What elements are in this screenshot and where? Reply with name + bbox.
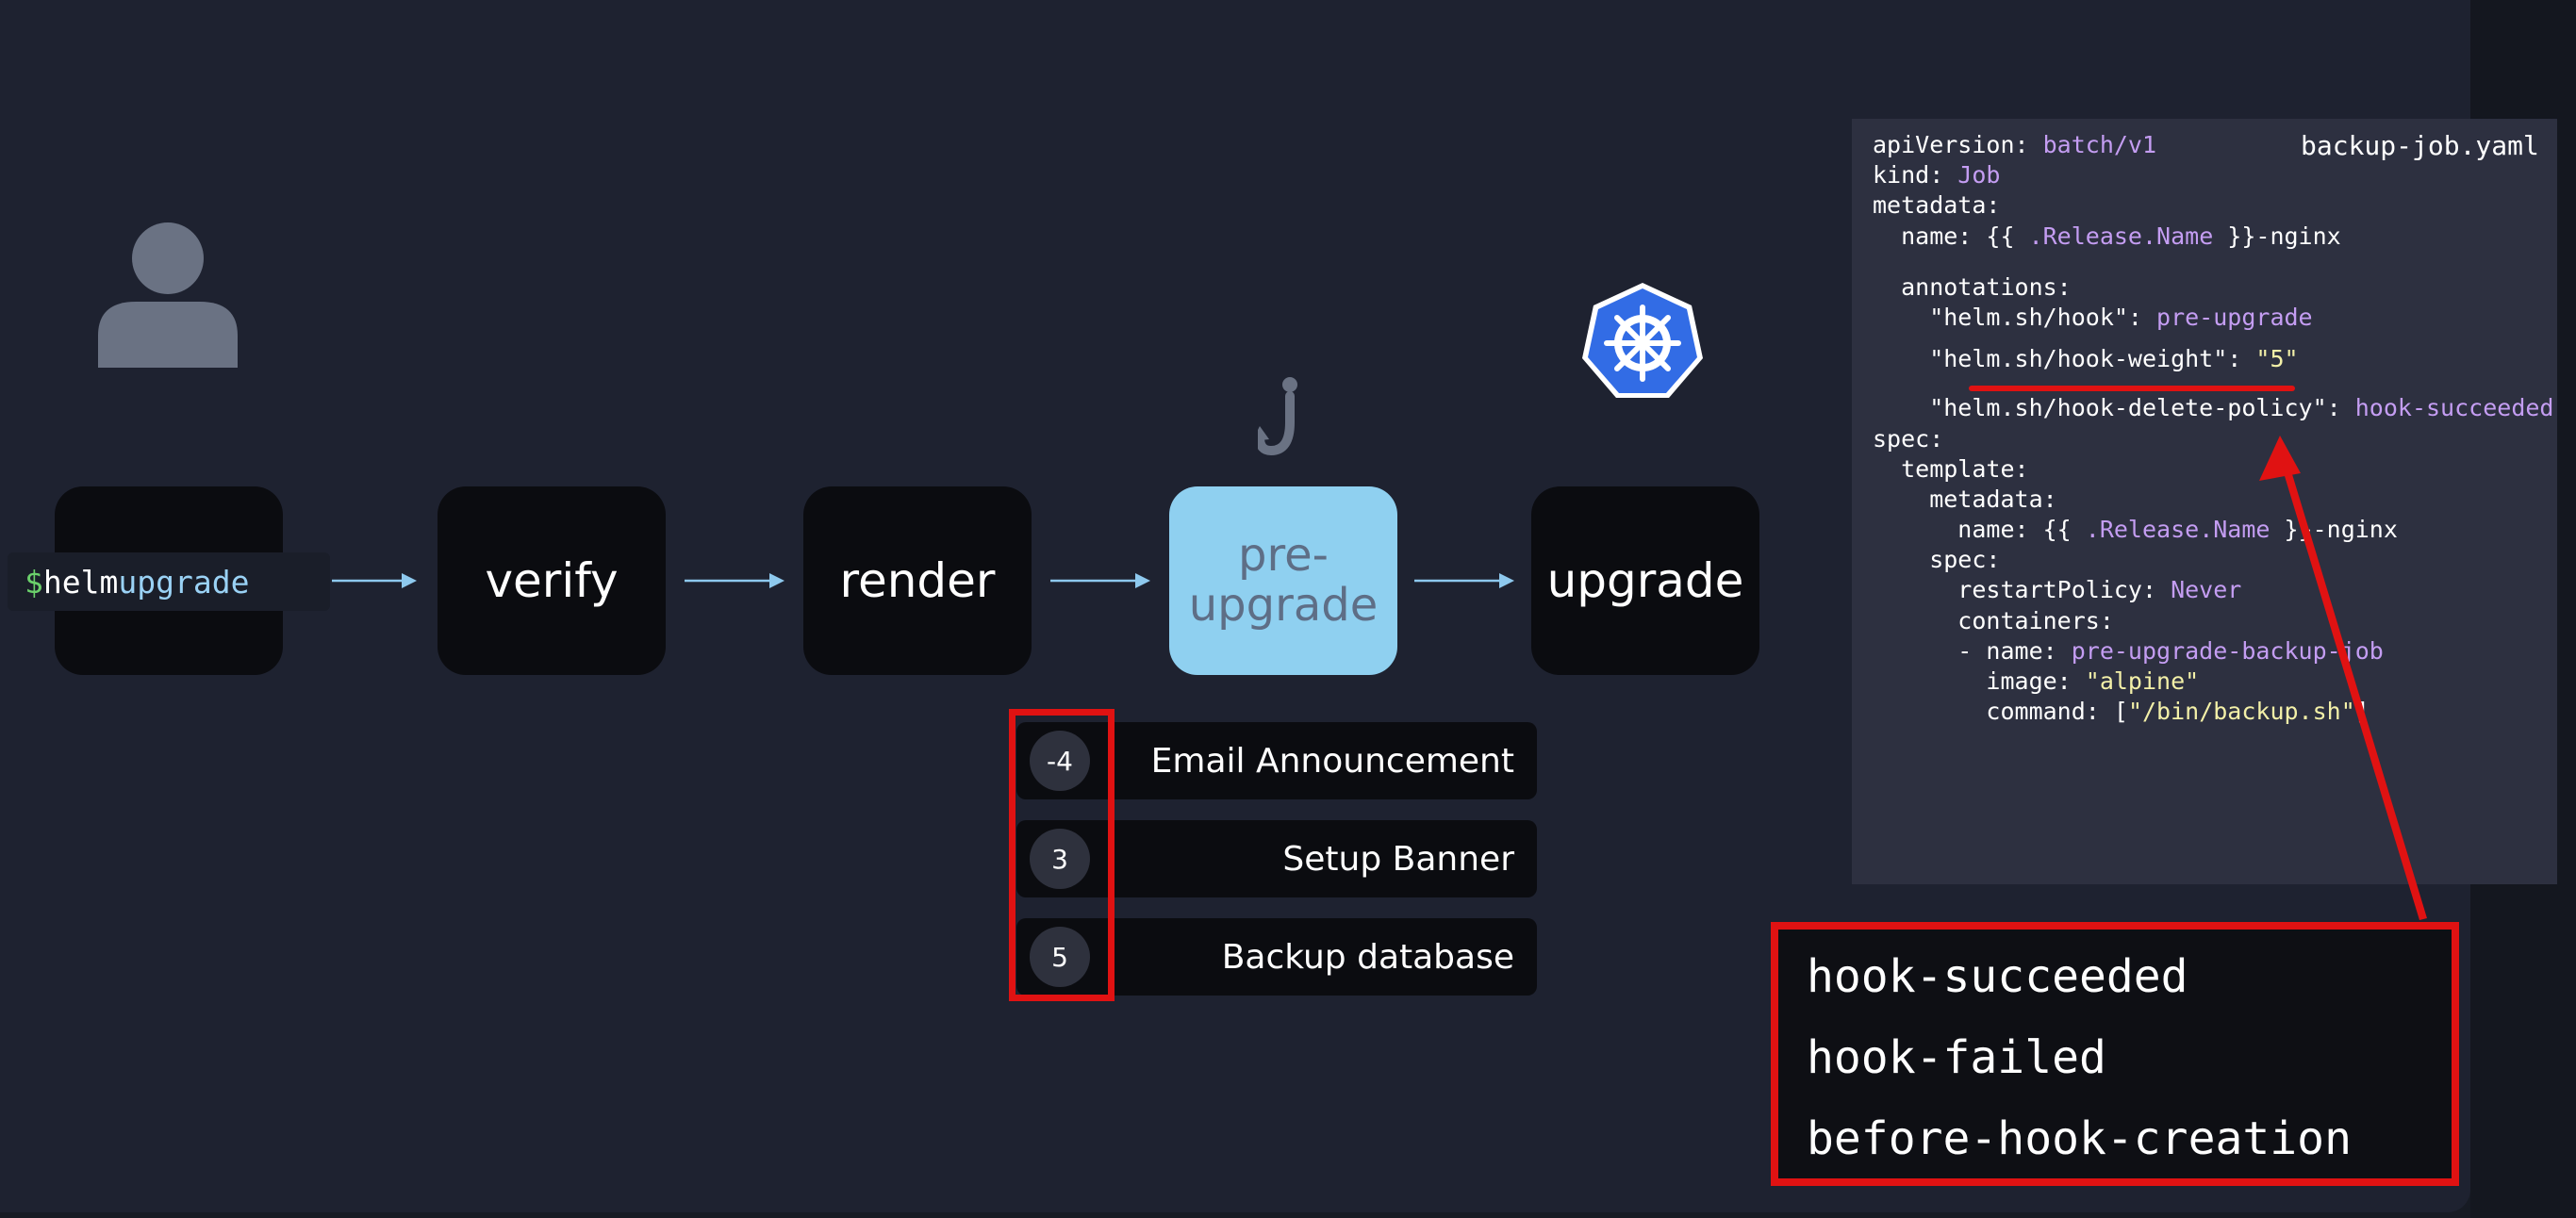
- kubernetes-helm-icon: [1582, 283, 1703, 398]
- code-rest: }}-nginx: [2213, 222, 2341, 250]
- policy-option: hook-succeeded: [1807, 950, 2188, 1003]
- code-key: restartPolicy:: [1873, 576, 2171, 604]
- code-line: name: {{ .Release.Name }}-nginx: [1873, 515, 2553, 545]
- code-key: metadata:: [1873, 191, 2001, 220]
- hook-label: Email Announcement: [1150, 741, 1514, 781]
- code-line: spec:: [1873, 545, 2553, 575]
- delete-policy-box: hook-succeeded hook-failed before-hook-c…: [1771, 922, 2459, 1186]
- command-program: helm: [42, 563, 119, 601]
- flow-arrow-4: [1414, 573, 1514, 588]
- yaml-code-panel: [1852, 119, 2557, 884]
- hook-row-backup: Backup database: [1016, 918, 1537, 996]
- code-line: name: {{ .Release.Name }}-nginx: [1873, 222, 2553, 252]
- hook-row-banner: Setup Banner: [1016, 820, 1537, 897]
- code-line: kind: Job: [1873, 160, 2553, 190]
- code-key: kind:: [1873, 161, 1958, 189]
- flow-arrow-2: [685, 573, 784, 588]
- code-string: "5": [2255, 345, 2299, 373]
- code-value: hook-succeeded: [2354, 394, 2554, 422]
- code-key: image:: [1873, 667, 2086, 695]
- hook-label: Setup Banner: [1282, 839, 1514, 879]
- code-line: "helm.sh/hook": pre-upgrade: [1873, 303, 2553, 333]
- code-value: .Release.Name: [2028, 222, 2214, 250]
- code-value: pre-upgrade-backup-job: [2071, 636, 2384, 665]
- hook-label: Backup database: [1221, 937, 1514, 977]
- code-key: - name:: [1873, 636, 2072, 665]
- code-key: apiVersion:: [1873, 131, 2043, 158]
- flow-arrow-3: [1050, 573, 1150, 588]
- policy-option: before-hook-creation: [1807, 1112, 2352, 1165]
- code-key: "helm.sh/hook":: [1873, 303, 2157, 331]
- code-value: pre-upgrade: [2156, 303, 2313, 331]
- code-value: batch/v1: [2042, 131, 2157, 158]
- code-key: name: {{: [1873, 222, 2029, 250]
- hook-icon: [1258, 377, 1297, 456]
- code-key: spec:: [1873, 424, 1944, 453]
- stage-render: render: [803, 486, 1032, 675]
- code-key: "helm.sh/hook-weight":: [1873, 345, 2256, 373]
- code-string: "alpine": [2085, 667, 2200, 695]
- code-key: metadata:: [1873, 485, 2057, 513]
- code-key: name: {{: [1873, 516, 2086, 544]
- stage-verify: verify: [438, 486, 666, 675]
- code-key: spec:: [1873, 546, 2001, 574]
- annotation-arrow: [2259, 436, 2427, 920]
- helm-upgrade-command: $ helm upgrade: [8, 552, 330, 611]
- code-line: restartPolicy: Never: [1873, 575, 2553, 605]
- code-line: metadata:: [1873, 485, 2553, 515]
- code-string: "/bin/backup.sh": [2127, 698, 2355, 726]
- code-line: image: "alpine": [1873, 667, 2553, 697]
- hook-weight-badge: 3: [1030, 829, 1090, 889]
- code-line: command: ["/bin/backup.sh"]: [1873, 697, 2553, 727]
- code-key: containers:: [1873, 606, 2114, 634]
- code-line: "helm.sh/hook-delete-policy": hook-succe…: [1873, 393, 2553, 423]
- code-key: command: [: [1873, 698, 2128, 726]
- stage-pre-upgrade: pre- upgrade: [1169, 486, 1397, 675]
- hook-weight-underline: [1969, 386, 2295, 391]
- user-avatar-icon: [98, 222, 238, 368]
- code-line: - name: pre-upgrade-backup-job: [1873, 636, 2553, 667]
- hook-weight-badge: 5: [1030, 927, 1090, 987]
- stage-upgrade: upgrade: [1531, 486, 1759, 675]
- code-line: annotations:: [1873, 272, 2553, 303]
- policy-option: hook-failed: [1807, 1031, 2106, 1084]
- code-line: "helm.sh/hook-weight": "5": [1873, 344, 2553, 374]
- code-key: annotations:: [1873, 272, 2072, 301]
- flow-arrow-1: [332, 573, 417, 588]
- code-key: "helm.sh/hook-delete-policy":: [1873, 394, 2355, 422]
- code-line: template:: [1873, 454, 2553, 485]
- hook-row-email: Email Announcement: [1016, 722, 1537, 799]
- code-line: apiVersion: batch/v1: [1873, 130, 2553, 160]
- command-subcommand: upgrade: [118, 563, 250, 601]
- code-value: Job: [1957, 161, 2001, 189]
- weight-highlight-box: [1009, 709, 1115, 1001]
- code-key: template:: [1873, 454, 2029, 483]
- prompt-symbol: $: [25, 563, 43, 601]
- code-line: containers:: [1873, 606, 2553, 636]
- code-value: .Release.Name: [2085, 516, 2271, 544]
- code-line: metadata:: [1873, 190, 2553, 221]
- hook-weight-badge: -4: [1030, 731, 1090, 791]
- code-filename: backup-job.yaml: [2301, 130, 2539, 161]
- code-value: Never: [2171, 576, 2242, 604]
- code-line: spec:: [1873, 424, 2553, 454]
